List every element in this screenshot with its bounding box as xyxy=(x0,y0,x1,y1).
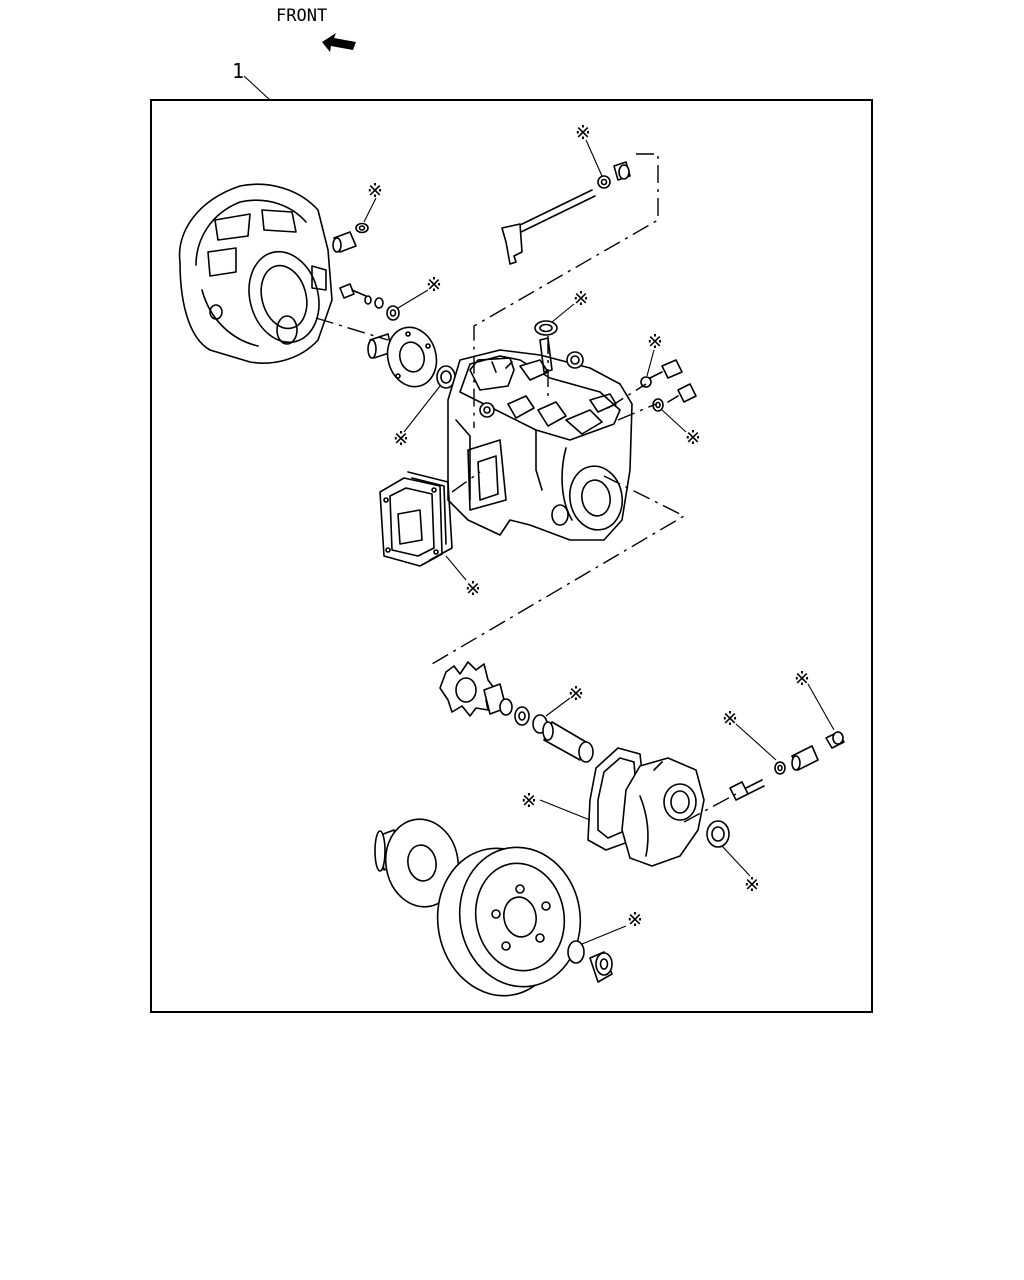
drive-hub xyxy=(374,818,460,908)
assembly-number: 1 xyxy=(232,59,244,83)
pulley-o-ring xyxy=(567,940,585,964)
marker-symbol: ※ xyxy=(794,668,810,690)
injection-pump-body xyxy=(447,337,633,541)
assembly-centerlines xyxy=(315,153,737,823)
marker-symbol: ※ xyxy=(573,288,589,310)
sensor-plug xyxy=(729,779,765,801)
plug-washer xyxy=(774,761,786,775)
side-cover-gasket xyxy=(407,471,453,561)
pulley xyxy=(436,846,582,997)
assembly-leader-line xyxy=(243,75,271,101)
bell-housing xyxy=(178,183,333,364)
marker-symbol: ※ xyxy=(568,683,584,705)
bushing xyxy=(332,222,369,253)
flange-shaft xyxy=(367,326,438,388)
oil-seal-front xyxy=(436,365,456,389)
marker-symbol: ※ xyxy=(426,274,442,296)
bolt-washer-set xyxy=(339,283,400,321)
front-arrow-icon xyxy=(322,33,356,52)
marker-symbol: ※ xyxy=(575,122,591,144)
oil-seal-governor xyxy=(706,820,730,848)
reference-markers: ※ ※ ※ ※ ※ ※ ※ ※ ※ ※ ※ ※ ※ ※ xyxy=(363,122,835,945)
marker-symbol: ※ xyxy=(744,874,760,896)
governor-housing xyxy=(621,757,705,867)
assembly-frame xyxy=(150,99,873,1013)
front-label: FRONT xyxy=(276,6,327,26)
drive-gear xyxy=(439,661,530,726)
marker-symbol: ※ xyxy=(521,790,537,812)
marker-symbol: ※ xyxy=(465,578,481,600)
marker-symbol: ※ xyxy=(393,428,409,450)
tappet-sleeve xyxy=(542,721,594,763)
side-cover xyxy=(379,477,443,567)
marker-symbol: ※ xyxy=(367,180,383,202)
marker-symbol: ※ xyxy=(722,708,738,730)
marker-symbol: ※ xyxy=(647,331,663,353)
plug-bolt xyxy=(791,745,819,771)
marker-symbol: ※ xyxy=(685,427,701,449)
pump-top-seal xyxy=(534,320,558,336)
plug-cap xyxy=(825,731,845,749)
marker-symbol: ※ xyxy=(627,909,643,931)
governor-link-rod xyxy=(501,161,631,265)
pulley-nut xyxy=(589,951,613,983)
pump-side-bolts xyxy=(640,359,697,412)
